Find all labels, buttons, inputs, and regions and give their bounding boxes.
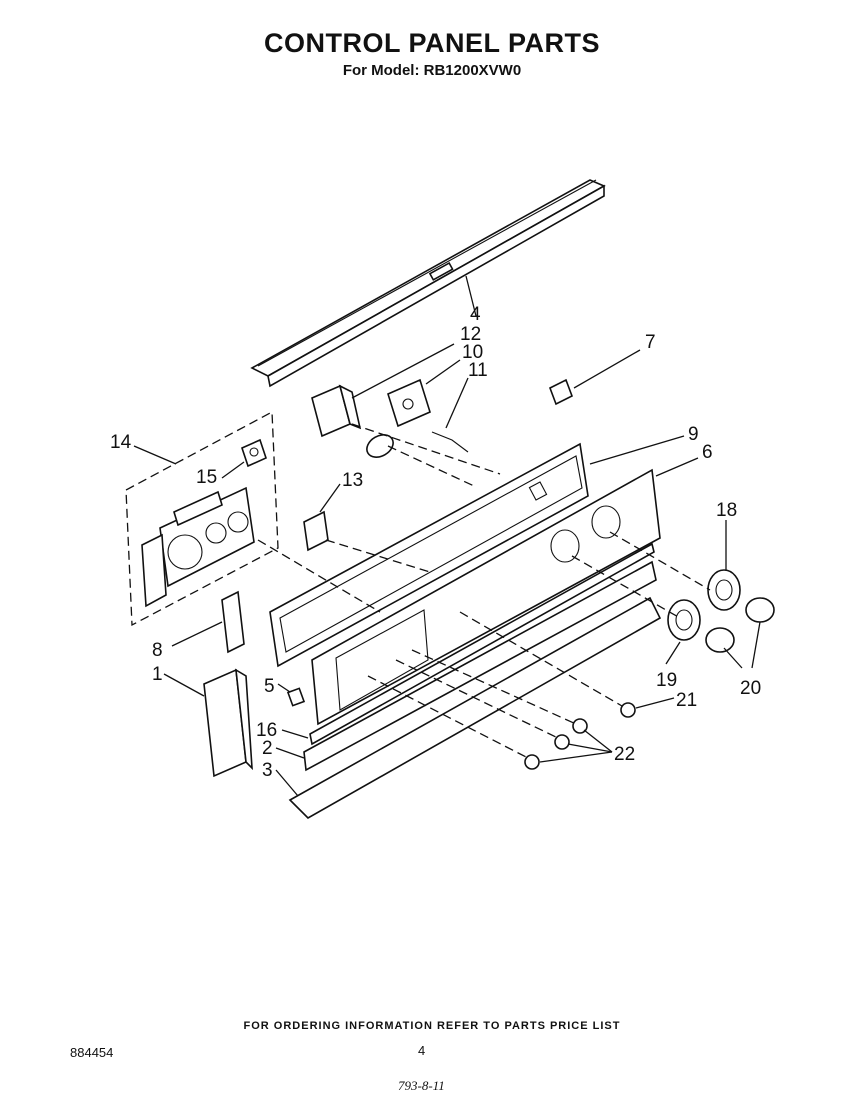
- part-19-bezel: [667, 599, 701, 641]
- callout-4: 4: [470, 304, 481, 325]
- callout-20: 20: [740, 678, 761, 699]
- callout-1: 1: [152, 664, 163, 685]
- assembly-lines: [257, 423, 711, 759]
- callout-13: 13: [342, 470, 363, 491]
- part-16-strip: [309, 542, 655, 746]
- callout-19: 19: [656, 670, 677, 691]
- part-13-bracket: [303, 510, 329, 552]
- callout-10: 10: [462, 342, 483, 363]
- callout-9: 9: [688, 424, 699, 445]
- document-number: 884454: [70, 1045, 114, 1060]
- part-15-clip: [241, 438, 267, 468]
- part-14-dashed-boundary: [125, 410, 279, 627]
- callout-22: 22: [614, 744, 635, 765]
- part-10-switch: [387, 378, 431, 428]
- callout-6: 6: [702, 442, 713, 463]
- part-4-top-trim: [250, 179, 606, 388]
- page-title: CONTROL PANEL PARTS: [263, 28, 601, 58]
- callout-15: 15: [196, 467, 217, 488]
- handwritten-code: 793-8-11: [398, 1078, 445, 1093]
- part-14-timer-assembly: [141, 486, 255, 608]
- part-1-module: [203, 668, 253, 778]
- callout-8: 8: [152, 640, 163, 661]
- part-9-panel-frame: [269, 442, 589, 668]
- callout-16: 16: [256, 720, 277, 741]
- callout-18: 18: [716, 500, 737, 521]
- callout-14: 14: [110, 432, 132, 453]
- callout-labels: 4 12 10 11 7 9 6 14 15 13 18 8 1 5 19 21…: [110, 304, 761, 781]
- callout-7: 7: [645, 332, 656, 353]
- part-8-bracket: [221, 590, 245, 654]
- callout-21: 21: [676, 690, 697, 711]
- callout-2: 2: [262, 738, 273, 759]
- part-18-bezel: [707, 569, 741, 611]
- page-number: 4: [418, 1043, 426, 1058]
- part-12-switch: [311, 384, 362, 438]
- model-subtitle: For Model: RB1200XVW0: [342, 62, 522, 79]
- part-3-bottom-panel: [288, 596, 662, 819]
- leader-lines: [133, 275, 761, 797]
- callout-5: 5: [264, 676, 275, 697]
- ordering-note: FOR ORDERING INFORMATION REFER TO PARTS …: [243, 1020, 621, 1032]
- part-21-nut: [620, 702, 636, 718]
- callout-12: 12: [460, 324, 481, 345]
- part-11-wire: [431, 431, 469, 453]
- part-6-control-panel: [311, 468, 661, 726]
- callout-11: 11: [468, 360, 488, 381]
- part-22-nuts: [524, 718, 588, 770]
- part-5-clip: [286, 687, 306, 707]
- part-2-trim: [303, 560, 657, 772]
- part-ring: [366, 434, 394, 458]
- callout-3: 3: [262, 760, 273, 781]
- part-7-bushing: [548, 378, 574, 406]
- part-20-knobs: [705, 597, 775, 653]
